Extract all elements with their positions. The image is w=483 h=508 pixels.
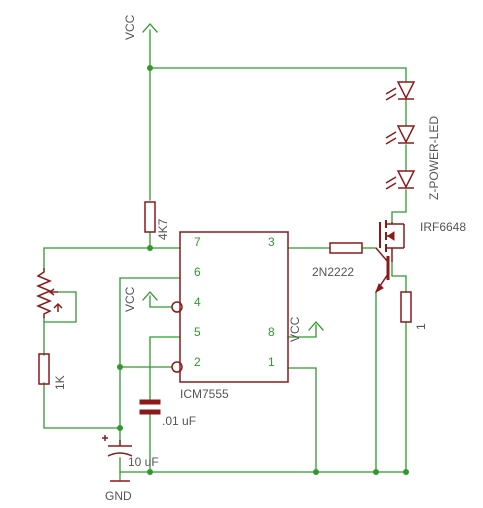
- junction-dot: [147, 245, 153, 251]
- pin-5: 5: [194, 325, 201, 339]
- pin-8: 8: [268, 325, 275, 339]
- capacitor-01uf-label: .01 uF: [162, 414, 196, 428]
- led-chain: Z-POWER-LED: [385, 81, 441, 200]
- wire-pin8: [287, 324, 317, 338]
- resistor-1k-label: 1K: [53, 375, 67, 390]
- pin2-bubble: [171, 361, 183, 373]
- wire-vcc-rail: [149, 67, 407, 83]
- pin-1: 1: [268, 355, 275, 369]
- transistor-npn: [375, 247, 390, 294]
- mosfet-irf6648: IRF6648: [379, 220, 466, 262]
- wire-mosfet-source: [391, 261, 407, 293]
- vcc-symbol-pin8: VCC: [288, 316, 324, 342]
- junction-dot: [117, 364, 123, 370]
- gnd-symbol: GND: [105, 480, 132, 503]
- pin-7: 7: [194, 235, 201, 249]
- pin-2: 2: [194, 355, 201, 369]
- wire-pot-top: [43, 247, 151, 269]
- pin-4: 4: [194, 295, 201, 309]
- junction-dot: [403, 469, 409, 475]
- capacitor-10uf: 10 uF: [102, 435, 159, 469]
- pin-6: 6: [194, 265, 201, 279]
- junction-dot: [373, 469, 379, 475]
- resistor-1k: 1K: [38, 353, 67, 390]
- wire-pot-wiper: [43, 291, 77, 323]
- wire-pin5: [149, 336, 181, 401]
- junction-dot: [117, 425, 123, 431]
- wire-1k-bottom: [43, 382, 121, 429]
- vcc-pin8-label: VCC: [288, 316, 302, 342]
- potentiometer: [36, 268, 63, 318]
- resistor-4k7: 4K7: [144, 201, 170, 240]
- junction-dot: [313, 469, 319, 475]
- wire-pin6: [119, 277, 181, 441]
- capacitor-01uf: .01 uF: [139, 399, 196, 428]
- led-1: [385, 81, 416, 101]
- pin-3: 3: [268, 235, 275, 249]
- junction-dot: [147, 469, 153, 475]
- mosfet-label: IRF6648: [420, 220, 466, 234]
- wire-pin1: [287, 367, 317, 473]
- resistor-base-label: 2N2222: [312, 265, 354, 279]
- resistor-4k7-label: 4K7: [156, 218, 170, 240]
- junction-dot: [147, 65, 153, 71]
- gnd-label: GND: [105, 489, 132, 503]
- pin4-bubble: [171, 301, 183, 313]
- led-2: [385, 125, 416, 145]
- ic-icm7555: 7 6 4 5 2 3 8 1 ICM7555: [171, 231, 289, 401]
- vcc-symbol-pin4: VCC: [123, 286, 158, 312]
- wire-pin4: [149, 295, 173, 308]
- resistor-1-ohm: 1: [400, 291, 428, 330]
- ic-label: ICM7555: [180, 387, 229, 401]
- junctions: [117, 65, 409, 475]
- vcc-pin4-label: VCC: [123, 286, 137, 312]
- vcc-top-label: VCC: [123, 14, 137, 40]
- vcc-symbol-top: VCC: [123, 14, 158, 40]
- led-label: Z-POWER-LED: [427, 116, 441, 200]
- wire-led-to-mosfet: [391, 189, 407, 223]
- wire-gnd-rail: [119, 321, 407, 473]
- resistor-1-ohm-label: 1: [414, 323, 428, 330]
- resistor-base: 2N2222: [312, 242, 363, 279]
- wires: [43, 29, 407, 481]
- led-3: [385, 170, 416, 190]
- capacitor-10uf-label: 10 uF: [128, 455, 159, 469]
